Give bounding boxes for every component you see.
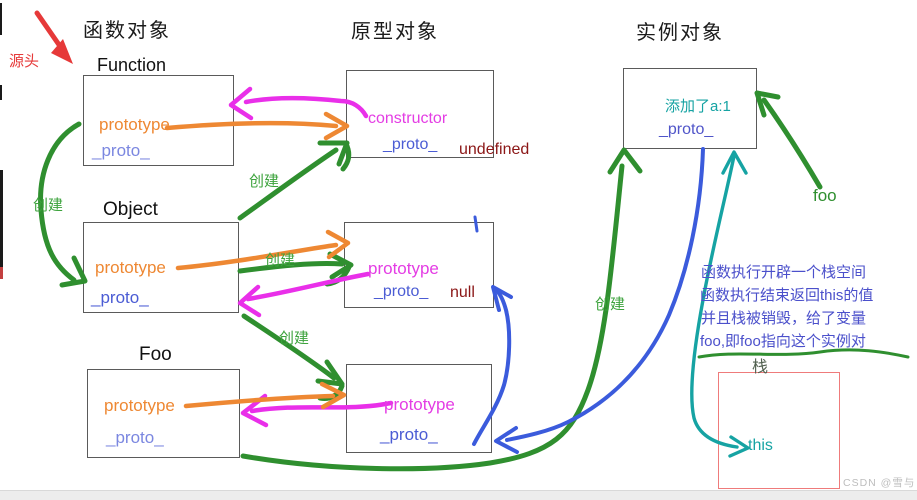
source-label: 源头 bbox=[9, 53, 40, 70]
function-box-title: Function bbox=[97, 55, 167, 75]
foo-variable-arrow bbox=[754, 90, 823, 190]
create-arrow-object-to-object-prototype bbox=[237, 251, 354, 287]
create-label-5: 创建 bbox=[595, 296, 626, 313]
source-arrowhead bbox=[51, 39, 73, 64]
foo-proto-label: _proto_ bbox=[106, 428, 164, 447]
object-prototype-label: prototype bbox=[95, 258, 166, 277]
screen-edge-mark bbox=[0, 170, 3, 267]
note-line-1: 函数执行开辟一个栈空间 bbox=[701, 264, 867, 281]
function-prototype-proto-label: _proto_ bbox=[383, 136, 438, 153]
screen-edge-mark bbox=[0, 85, 2, 100]
watermark: CSDN @雪与 bbox=[843, 477, 916, 489]
create-label-2: 创建 bbox=[249, 173, 280, 190]
instance-added-property: 添加了a:1 bbox=[665, 98, 731, 115]
foo-box-title: Foo bbox=[139, 344, 172, 365]
screen-edge-mark bbox=[0, 3, 2, 35]
undefined-value: undefined bbox=[459, 141, 530, 158]
create-label-4: 创建 bbox=[279, 330, 310, 347]
bottom-bar bbox=[0, 490, 917, 500]
function-box bbox=[83, 75, 234, 166]
object-proto-label: _proto_ bbox=[91, 288, 149, 307]
function-prototype-label: prototype bbox=[99, 115, 170, 134]
this-label: this bbox=[748, 437, 773, 454]
note-line-2: 函数执行结束返回this的值 bbox=[700, 287, 874, 304]
column-header-instance-objects: 实例对象 bbox=[636, 22, 724, 44]
create-label-1: 创建 bbox=[33, 197, 64, 214]
foo-prototype-label: prototype bbox=[104, 396, 175, 415]
constructor-label: constructor bbox=[368, 110, 448, 127]
foo-box bbox=[87, 369, 240, 458]
create-label-3: 创建 bbox=[265, 252, 296, 269]
instance-proto-label: _proto_ bbox=[659, 121, 714, 138]
function-proto-label: _proto_ bbox=[92, 141, 150, 160]
source-arrow bbox=[34, 10, 67, 55]
object-box-title: Object bbox=[103, 199, 158, 220]
screen-edge-mark-red bbox=[0, 267, 3, 279]
object-prototype-proto-label: _proto_ bbox=[374, 283, 429, 300]
foo-variable-label: foo bbox=[813, 186, 837, 205]
object-prototype-prototype-label: prototype bbox=[368, 259, 439, 278]
column-header-function-objects: 函数对象 bbox=[83, 20, 171, 42]
foo-prototype-proto-label: _proto_ bbox=[380, 425, 438, 444]
note-line-3: 并且栈被销毁，给了变量 bbox=[701, 310, 867, 327]
note-line-4: foo,即foo指向这个实例对 bbox=[700, 333, 866, 350]
column-header-prototype-objects: 原型对象 bbox=[351, 21, 439, 43]
null-value: null bbox=[450, 284, 475, 301]
stack-label: 栈 bbox=[752, 359, 769, 376]
stack-frame-box bbox=[718, 372, 840, 489]
foo-prototype-prototype-label: prototype bbox=[384, 395, 455, 414]
